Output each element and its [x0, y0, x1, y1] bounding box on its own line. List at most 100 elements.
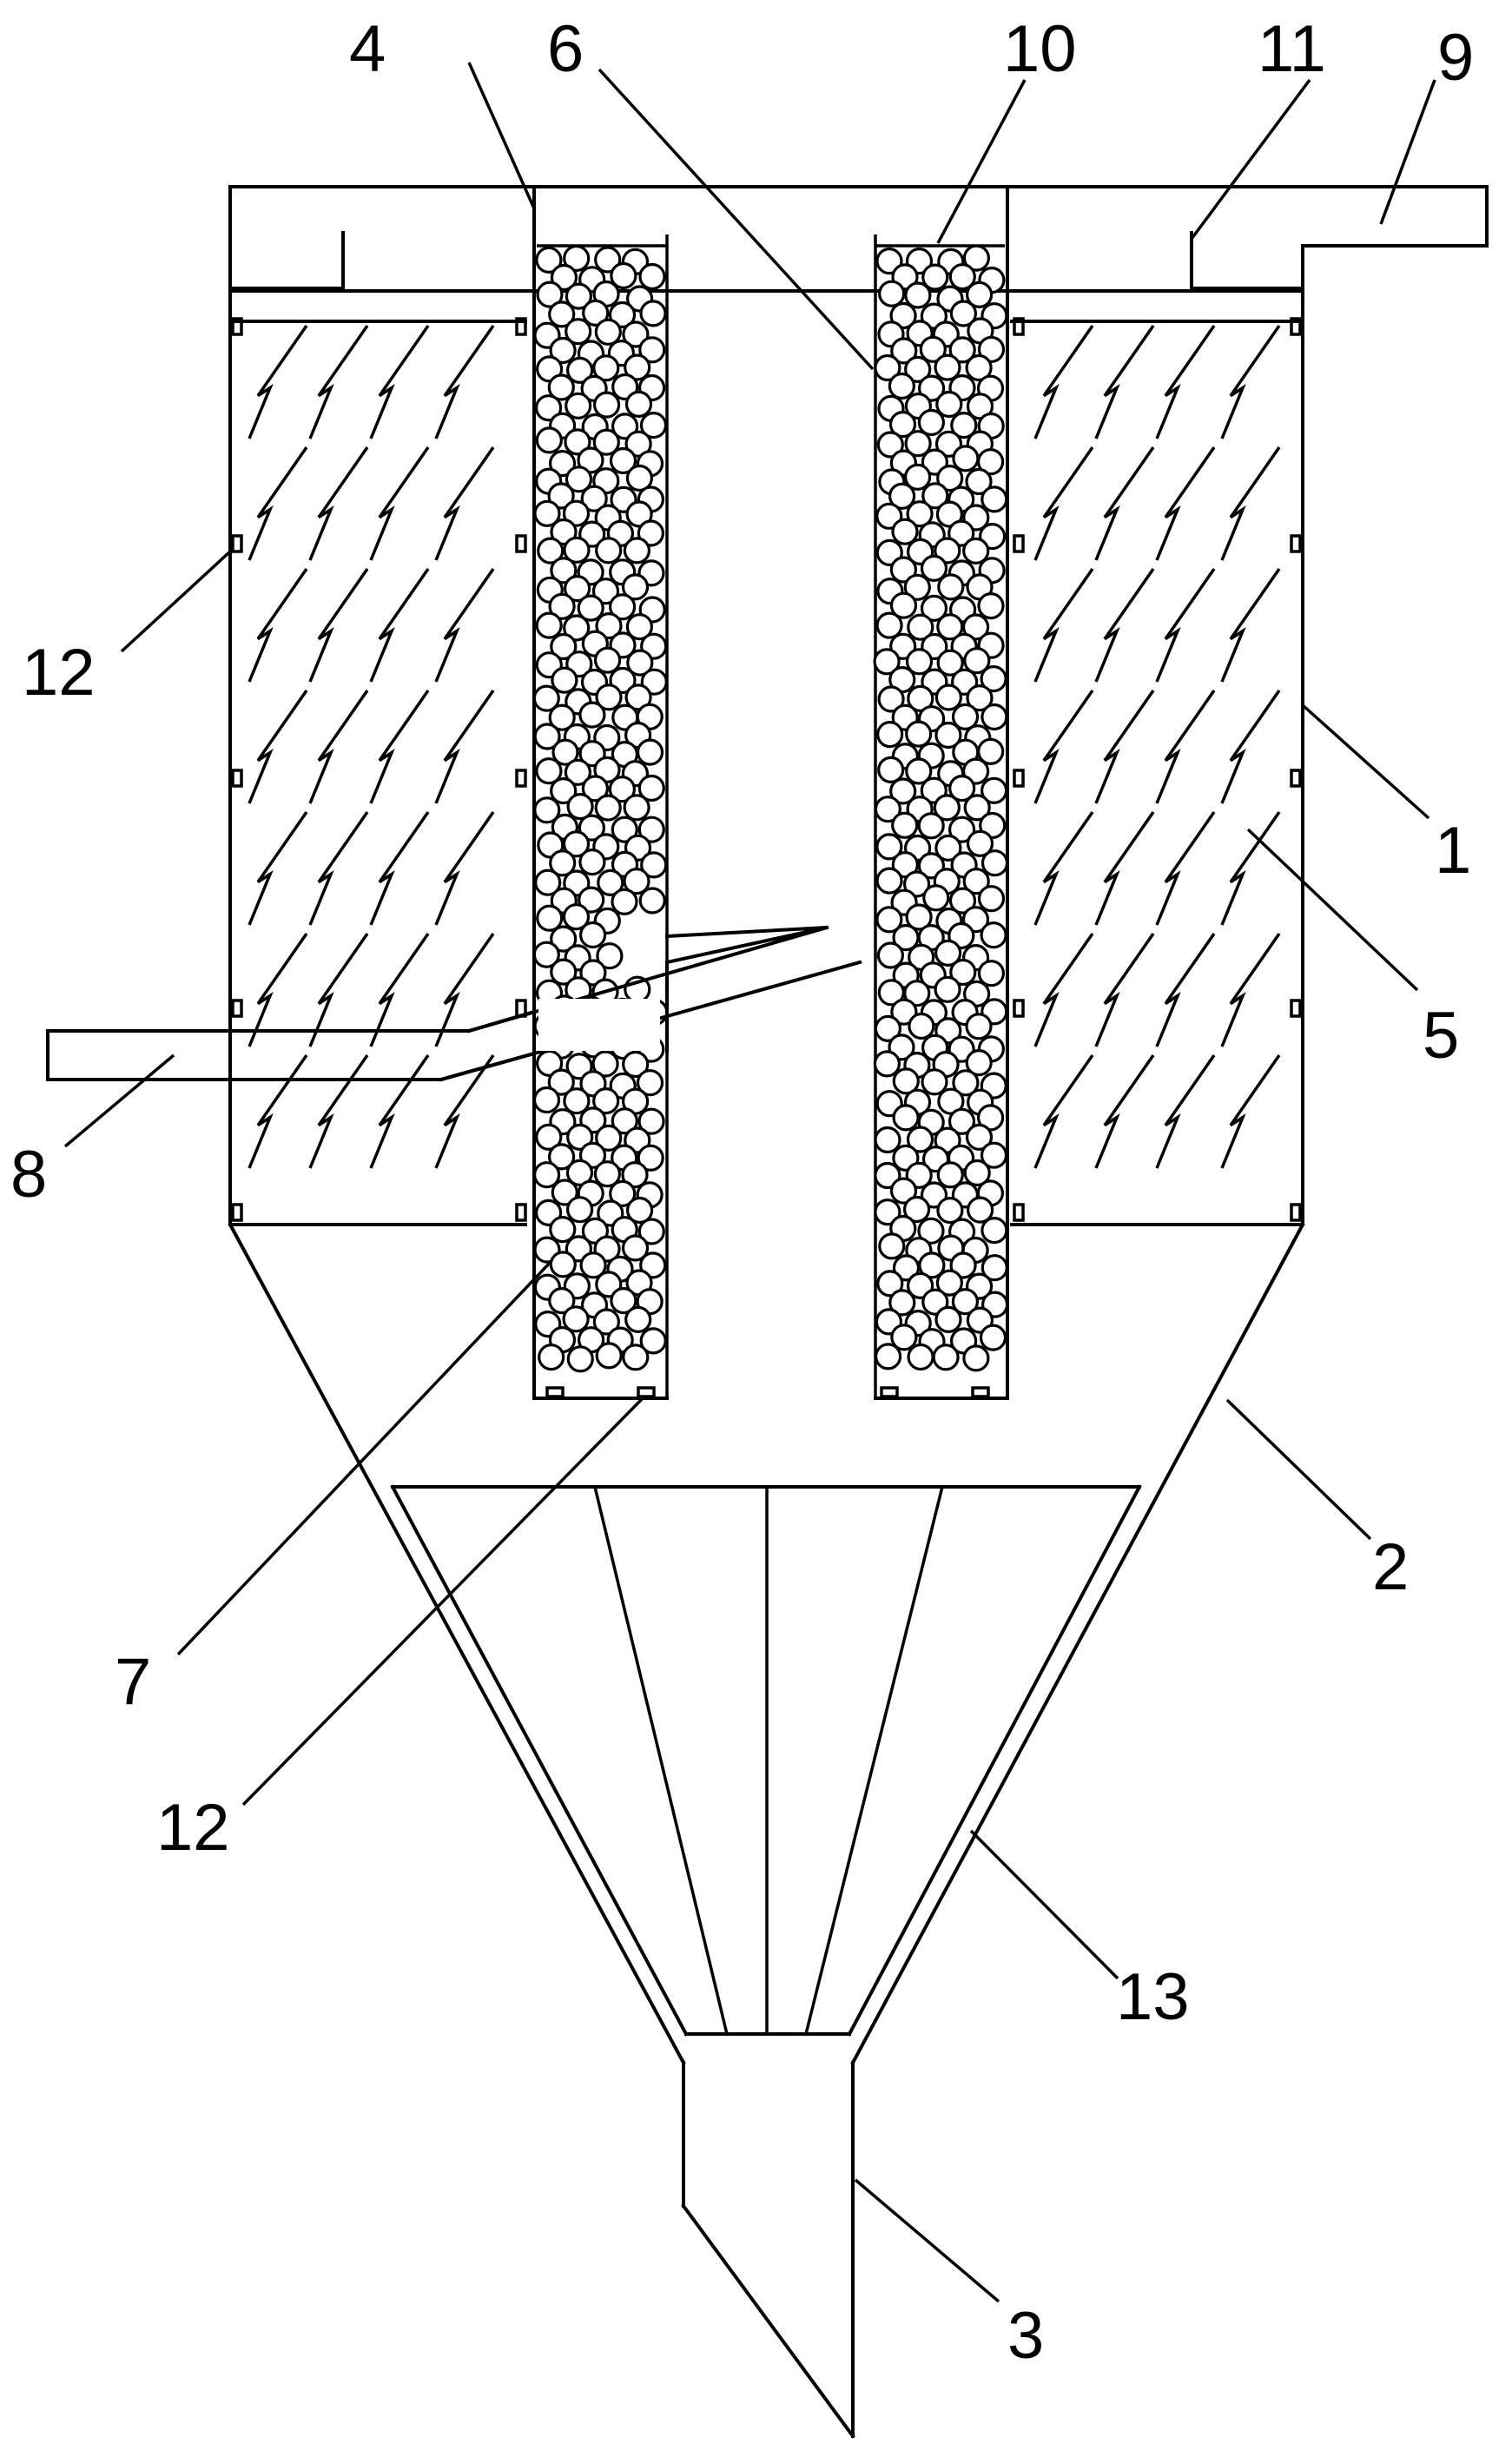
support-bracket — [545, 1386, 565, 1398]
filter-bead — [907, 613, 934, 641]
filter-bead — [962, 537, 990, 565]
filter-bead — [594, 794, 622, 822]
filter-bead — [548, 449, 577, 478]
filter-bead — [980, 485, 1008, 513]
filter-bead — [873, 648, 901, 676]
filter-bead — [936, 464, 964, 492]
filter-bead — [980, 1254, 1008, 1282]
support-bracket — [515, 534, 527, 553]
filter-bead — [640, 851, 668, 879]
filter-bead — [891, 518, 919, 545]
filter-media-left — [532, 244, 669, 1373]
filter-bead — [548, 703, 576, 731]
filter-bead — [874, 1126, 901, 1154]
filter-bead — [594, 318, 622, 346]
support-bracket — [1290, 534, 1302, 553]
inclined-plate — [1094, 933, 1155, 1047]
filter-bead — [547, 1143, 576, 1171]
filter-bead — [578, 701, 606, 729]
filter-bead — [578, 921, 607, 949]
filter-bead — [582, 299, 610, 327]
inclined-plate — [1094, 568, 1155, 683]
filter-bead — [963, 1159, 991, 1187]
filter-bead — [609, 1179, 637, 1208]
inclined-plate — [1033, 933, 1094, 1047]
filter-bead — [889, 301, 917, 330]
support-bracket — [231, 999, 243, 1018]
inclined-plate — [369, 325, 430, 439]
filter-bead — [534, 394, 563, 422]
inclined-plate — [434, 811, 495, 926]
filter-bead — [980, 849, 1009, 877]
filter-bead — [595, 1342, 623, 1370]
inclined-plate — [434, 325, 495, 439]
filter-bead — [639, 1251, 667, 1279]
filter-media-right — [873, 244, 1009, 1372]
filter-bead — [549, 1215, 577, 1244]
filter-bead — [888, 482, 916, 510]
support-bracket — [1013, 317, 1025, 336]
inclined-plate — [248, 446, 308, 561]
label-6: 6 — [547, 12, 584, 86]
filter-bead — [907, 1343, 934, 1371]
filter-bead — [622, 1344, 650, 1371]
filter-bead — [963, 647, 991, 675]
filter-bead — [875, 502, 903, 530]
filter-bead — [874, 1161, 901, 1190]
filter-bead — [936, 613, 964, 641]
filter-bead — [947, 816, 976, 843]
filter-bead — [980, 921, 1007, 949]
filter-bead — [902, 1195, 931, 1224]
inclined-plate — [308, 446, 369, 561]
filter-bead — [579, 1251, 607, 1279]
filter-bead — [624, 430, 652, 458]
filter-bead — [547, 482, 575, 510]
filter-bead — [566, 1345, 594, 1373]
filter-bead — [906, 500, 934, 528]
filter-bead — [947, 1107, 976, 1135]
filter-bead — [637, 1144, 664, 1172]
filter-bead — [965, 281, 994, 308]
label-12-top: 12 — [22, 636, 96, 710]
filter-bead — [638, 336, 666, 364]
inclined-plate — [1033, 1054, 1094, 1169]
label-2: 2 — [1372, 1530, 1409, 1604]
filter-bead — [624, 1305, 652, 1334]
filter-bead — [593, 1160, 622, 1188]
filter-bead — [934, 834, 962, 862]
filter-bead — [532, 684, 560, 712]
top-cover — [228, 185, 1489, 323]
inclined-plate — [1033, 811, 1094, 926]
filter-bead — [903, 463, 932, 491]
filter-bead — [535, 1123, 563, 1151]
filter-bead — [902, 870, 931, 898]
filter-bead — [888, 411, 917, 439]
label-11: 11 — [1258, 12, 1326, 86]
filter-bead — [536, 281, 564, 308]
filter-bead — [565, 1159, 594, 1187]
filter-bead — [609, 446, 637, 475]
filter-bead — [966, 684, 994, 712]
filter-bead — [549, 849, 577, 877]
filter-bead — [905, 648, 934, 676]
filter-bead — [878, 280, 906, 307]
filter-bead — [873, 1050, 901, 1078]
filter-bead — [625, 1196, 654, 1225]
filter-bead — [951, 1288, 980, 1316]
filter-bead — [551, 738, 579, 766]
label-8: 8 — [10, 1138, 47, 1212]
filter-bead — [980, 664, 1007, 693]
support-bracket — [515, 769, 527, 788]
filter-bead — [536, 904, 564, 932]
filter-bead — [610, 1286, 637, 1315]
filter-bead — [920, 594, 948, 623]
filter-bead — [592, 391, 621, 419]
support-bracket — [1290, 317, 1302, 336]
filter-bead — [977, 960, 1006, 987]
filter-bead — [904, 281, 932, 309]
inclined-plate — [308, 811, 369, 926]
filter-bead — [562, 903, 591, 931]
label-12-bottom: 12 — [156, 1791, 230, 1865]
filter-bead — [965, 1123, 994, 1152]
label-4: 4 — [349, 12, 386, 86]
